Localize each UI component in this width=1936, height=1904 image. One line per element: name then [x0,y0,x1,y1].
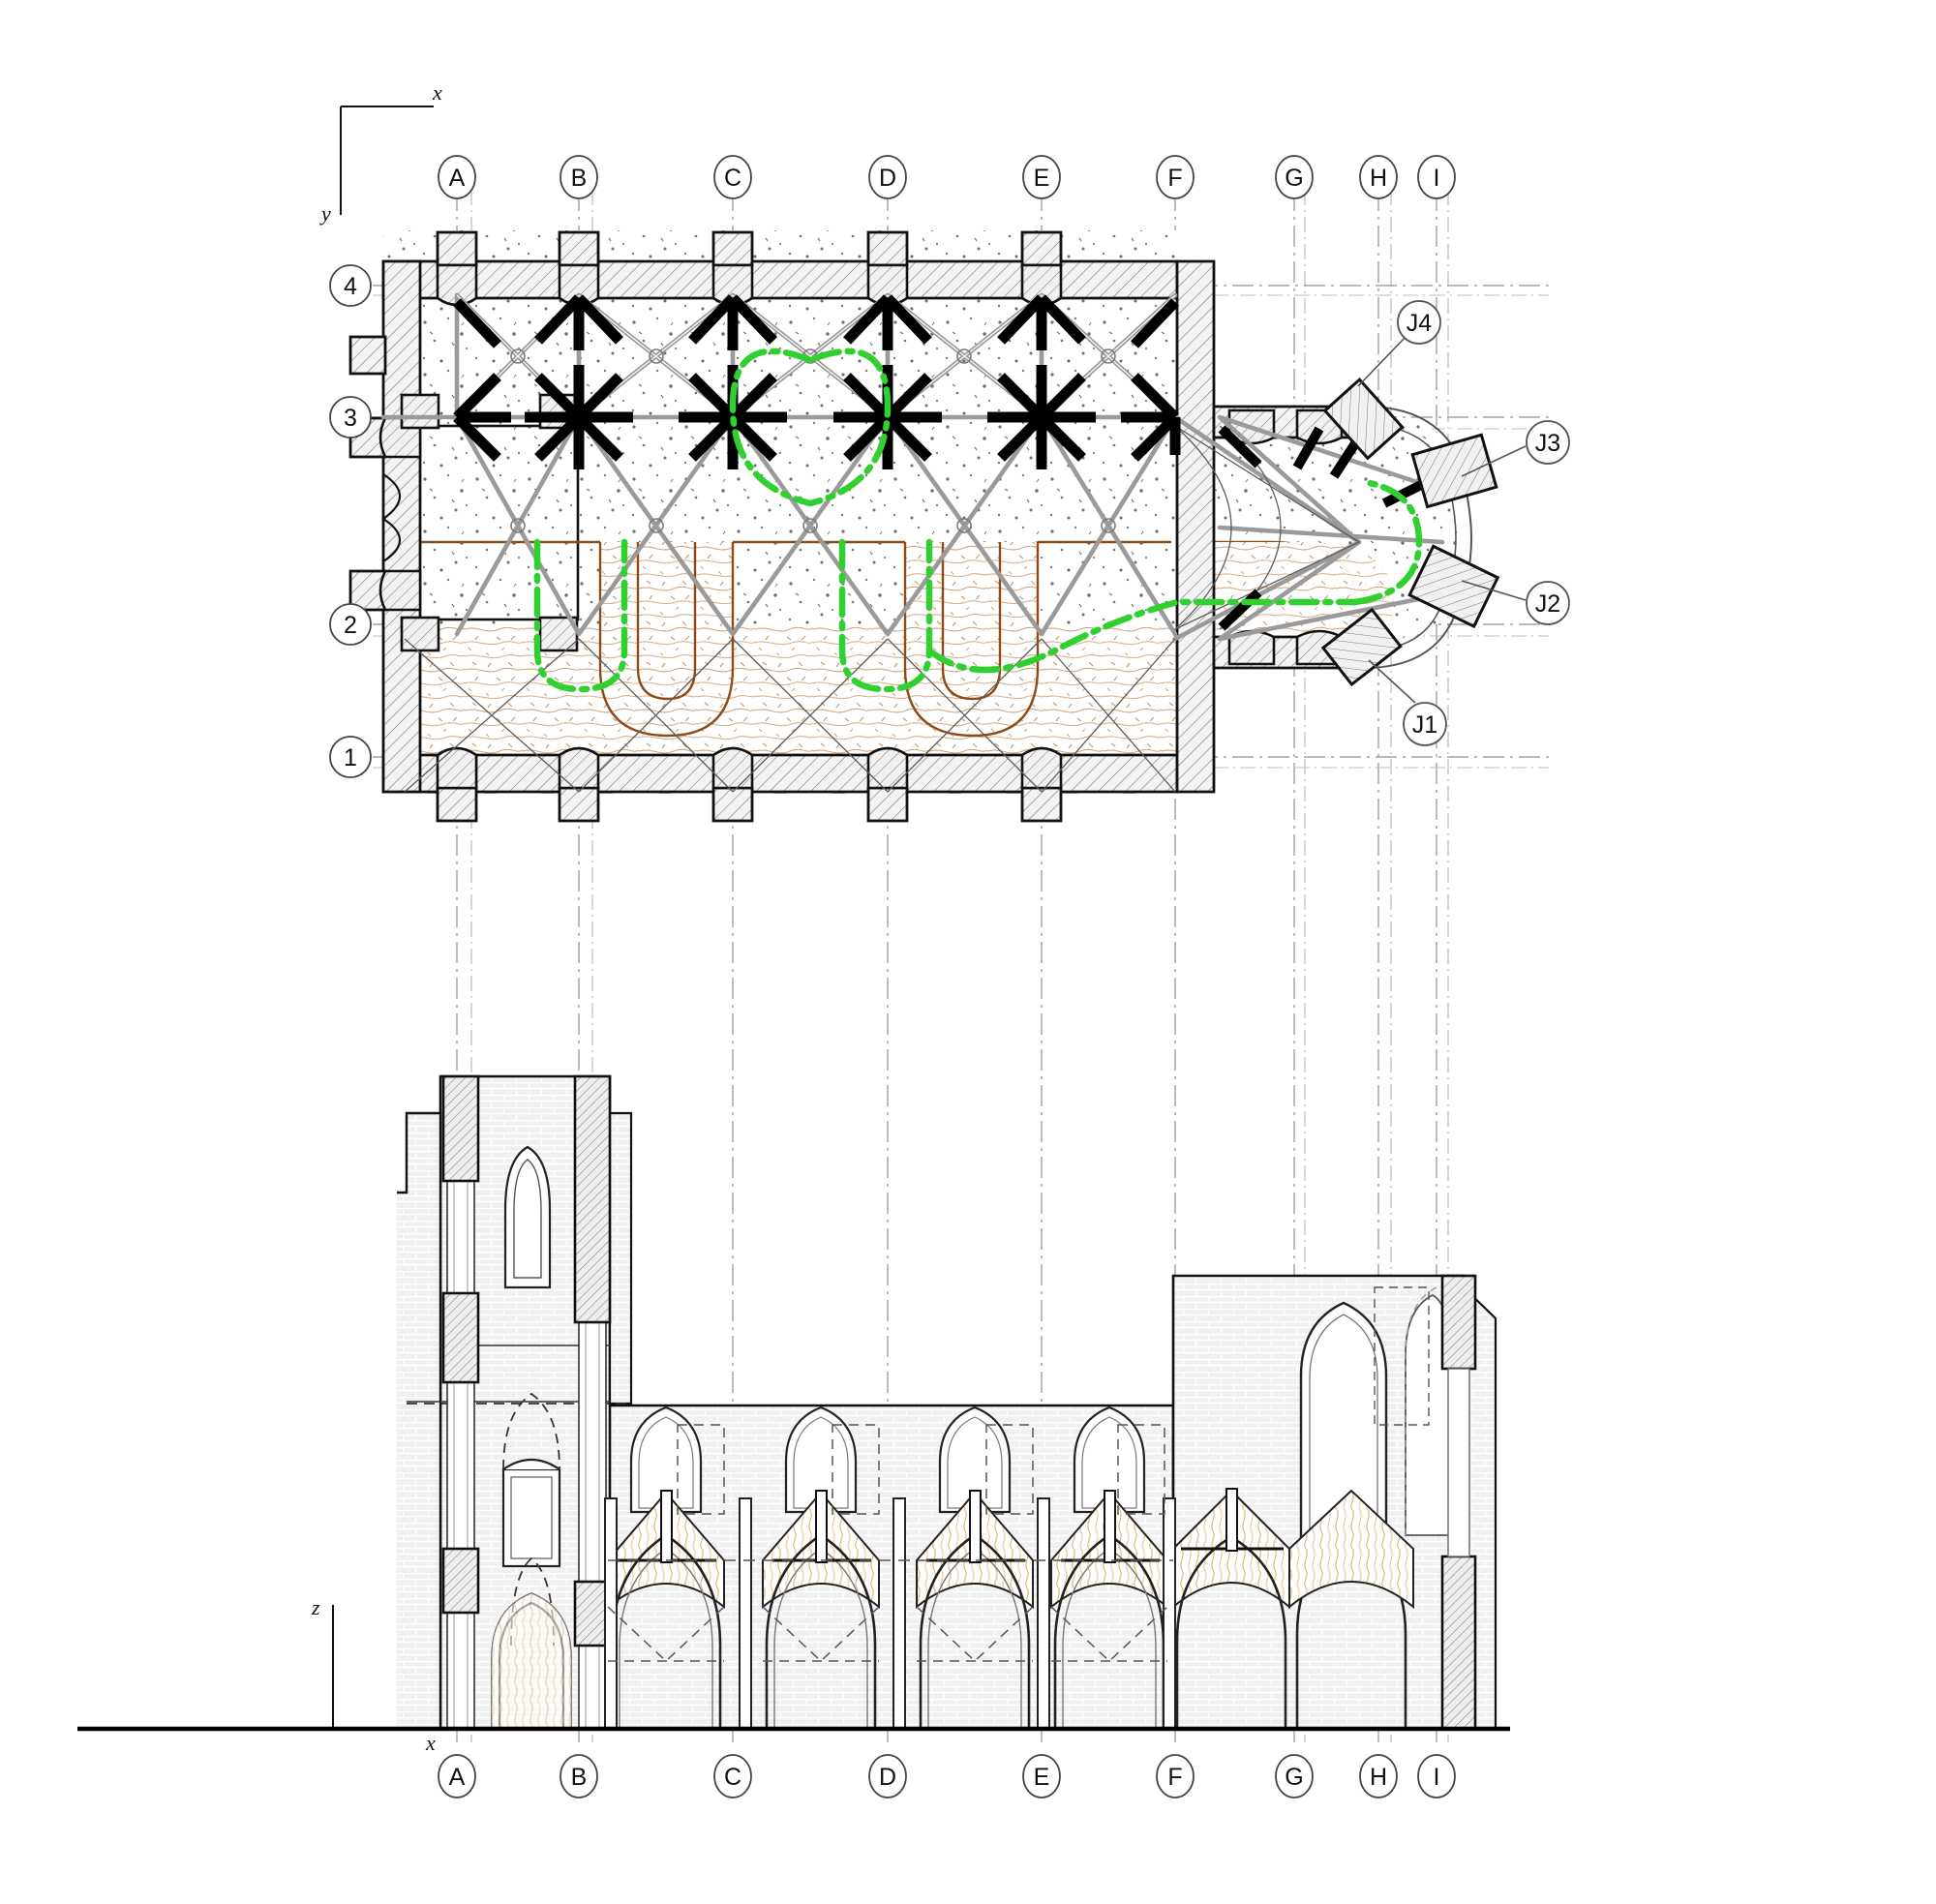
grid-bubble-3[interactable]: 3 [329,396,372,438]
buttress-J2 [1407,544,1500,629]
tower-engaged-columns [441,1074,612,1730]
grid-bubble-G[interactable]: G [1275,155,1314,199]
plan-grid-bubbles-rows: 4 3 2 1 [329,264,372,778]
grid-bubble-A[interactable]: A [438,155,476,199]
elev-grid-label-F: F [1167,1764,1182,1791]
elev-grid-bubble-H[interactable]: H [1359,1754,1398,1798]
elev-grid-bubble-F[interactable]: F [1156,1754,1195,1798]
grid-label-4: 4 [344,273,357,300]
elevation-axis-x-label: x [425,1731,436,1755]
elevation-grid-bubbles: A B C D E F G H [438,1754,1456,1798]
callout-label-J4: J4 [1407,310,1433,337]
callout-bubble-J3[interactable]: J3 [1526,420,1570,465]
elev-grid-label-I: I [1434,1764,1440,1791]
grid-bubble-I[interactable]: I [1417,155,1456,199]
callout-label-J3: J3 [1535,430,1560,457]
grid-label-A: A [449,165,466,192]
clerestory-windows [629,1405,1146,1514]
plan-axis-y-label: y [319,201,331,226]
elev-grid-label-A: A [449,1764,466,1791]
elev-grid-bubble-B[interactable]: B [560,1754,598,1798]
elevation-axis-indicator: z x [311,1595,436,1755]
callout-bubble-J2[interactable]: J2 [1526,581,1570,625]
elev-grid-bubble-A[interactable]: A [438,1754,476,1798]
tower-windows [491,1145,572,1729]
nave-arcade-bays [604,1405,1290,1730]
hidden-vault-lines [607,1424,1173,1663]
plan-drawing: x y [319,80,1570,1742]
elev-grid-label-G: G [1285,1764,1303,1791]
elev-grid-bubble-G[interactable]: G [1275,1754,1314,1798]
grid-bubble-E[interactable]: E [1022,155,1061,199]
callout-label-J2: J2 [1535,590,1560,618]
grid-bubble-1[interactable]: 1 [329,736,372,778]
elev-grid-label-C: C [724,1764,741,1791]
vault-rib-centerlines [456,294,1176,418]
grid-label-1: 1 [344,744,357,771]
elevation-axis-z-label: z [311,1595,320,1619]
vault-ridge-shafts [660,1488,1238,1563]
grid-bubble-B[interactable]: B [560,155,598,199]
plan-axis-x-label: x [432,80,442,105]
door-swing [382,473,401,562]
elev-grid-label-E: E [1034,1764,1050,1791]
grid-bubble-4[interactable]: 4 [329,264,372,307]
elev-grid-label-H: H [1370,1764,1387,1791]
grid-label-G: G [1285,165,1303,192]
tower-column-left [441,1074,480,1730]
elev-grid-bubble-I[interactable]: I [1417,1754,1456,1798]
grid-label-3: 3 [344,405,357,432]
grid-bubble-H[interactable]: H [1359,155,1398,199]
buttress-callout-group: J4 J3 J2 J1 [1357,300,1570,746]
wall-buttresses [348,230,1063,823]
plan-axis-indicator: x y [319,80,442,226]
grid-label-2: 2 [344,612,357,639]
green-centerline-path [533,348,1423,693]
buttress-J3 [1410,433,1498,509]
buttress-J1 [1320,607,1403,687]
grid-label-E: E [1034,165,1050,192]
elevation-drawing: z x [77,1074,1510,1798]
tower-lower-window [501,1459,561,1568]
grid-label-I: I [1434,165,1440,192]
grid-label-F: F [1167,165,1182,192]
grid-label-D: D [879,165,896,192]
tower-elevation [397,1074,633,1731]
callout-bubble-J4[interactable]: J4 [1397,300,1441,345]
callout-bubble-J1[interactable]: J1 [1403,702,1447,746]
plan-grid-bubbles-columns: A B C D E F G H [438,155,1456,199]
elev-grid-label-D: D [879,1764,896,1791]
grid-bubble-D[interactable]: D [868,155,907,199]
buttress-J4 [1322,378,1405,461]
grid-label-C: C [724,165,741,192]
apse-polygon [1364,406,1473,669]
elev-grid-bubble-C[interactable]: C [713,1754,752,1798]
elev-grid-bubble-E[interactable]: E [1022,1754,1061,1798]
grid-bubble-F[interactable]: F [1156,155,1195,199]
chancel-elevation-details [1299,1274,1477,1731]
chancel-arcade-bay [1288,1489,1414,1729]
apse-buttresses [1320,378,1500,687]
elev-grid-label-B: B [571,1764,588,1791]
grid-label-B: B [571,165,588,192]
callout-label-J1: J1 [1412,711,1437,739]
grid-bubble-C[interactable]: C [713,155,752,199]
tower-upper-lancet-window [503,1145,552,1289]
grid-label-H: H [1370,165,1387,192]
elev-grid-bubble-D[interactable]: D [868,1754,907,1798]
grid-bubble-2[interactable]: 2 [329,603,372,646]
